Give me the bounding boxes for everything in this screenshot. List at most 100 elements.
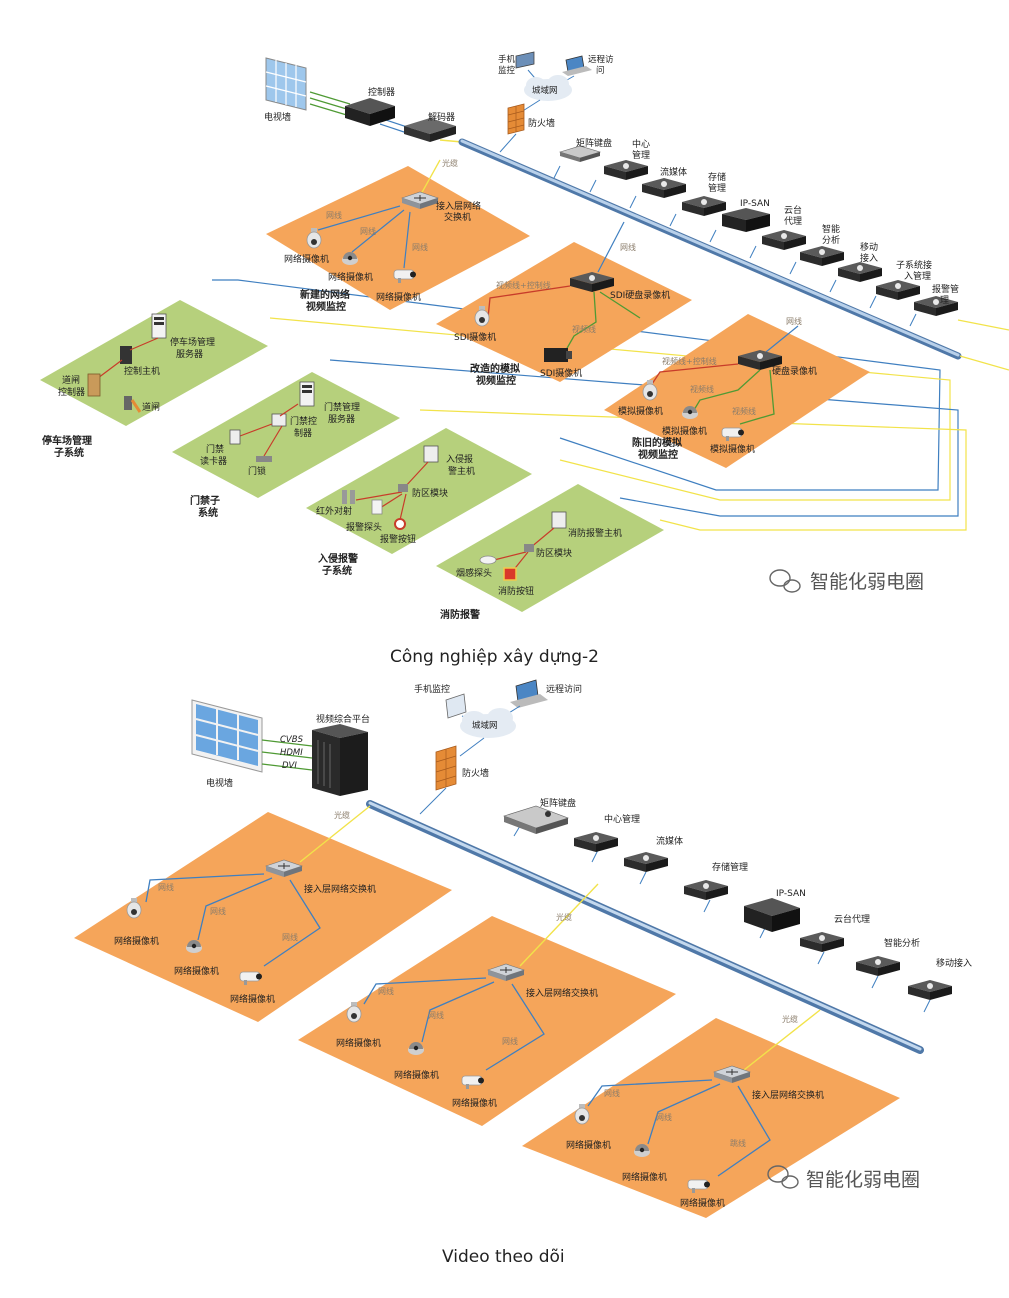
access-server-icon: [299, 381, 315, 407]
zone1-cam-2: 网络摄像机: [174, 965, 219, 977]
zone-old-video-ctrl: 视频线+控制线: [662, 356, 717, 366]
zone-sdi-video: 视频线: [572, 324, 596, 334]
parking-server-label-2: 服务器: [176, 348, 203, 360]
cvbs-label: CVBS: [280, 735, 304, 745]
mobile-access-icon: [908, 980, 952, 1000]
intrusion-title-2: 子系统: [322, 564, 352, 577]
zone2-cam-1: 网络摄像机: [336, 1037, 381, 1049]
alarm-mgmt-icon: [914, 296, 958, 316]
access-reader-label-2: 读卡器: [200, 455, 227, 467]
zone1-cam-3: 网络摄像机: [230, 993, 275, 1005]
backbone-label-0: 矩阵键盘: [540, 797, 576, 809]
parking-gate-ctrl-2: 控制器: [58, 386, 85, 398]
ptz-proxy-label-1: 云台: [784, 204, 802, 216]
video-platform-icon: [312, 724, 368, 796]
card-reader-icon: [229, 429, 241, 445]
streaming-media-icon: [642, 178, 686, 198]
alarm-mgmt-label-2: 理: [940, 295, 949, 306]
zone-sdi: [436, 242, 692, 382]
fire-button-icon: [503, 567, 517, 581]
zone-sdi-cam-1: SDI摄像机: [454, 331, 496, 343]
fiber-label: 光缆: [442, 158, 458, 168]
zone-sdi-video-ctrl: 视频线+控制线: [496, 280, 551, 290]
fire-module-label: 防区模块: [536, 547, 572, 559]
zone-access: [172, 372, 400, 498]
mobile-monitor-icon: [445, 693, 467, 719]
zone2-cam-3: 网络摄像机: [452, 1097, 497, 1109]
zone3-net-3: 跳线: [730, 1138, 746, 1148]
tv-wall-icon: [265, 57, 307, 111]
controller-label: 控制器: [368, 86, 395, 98]
zone3-cam-2: 网络摄像机: [622, 1171, 667, 1183]
zone-sdi-title-1: 改造的模拟: [470, 362, 520, 375]
storage-mgmt-label-2: 管理: [708, 182, 726, 194]
zone2-net-1: 网线: [378, 986, 394, 996]
caption-1: Công nghiệp xây dựng-2: [390, 647, 599, 667]
access-lock-label: 门锁: [248, 465, 266, 477]
zone-new-net-2: 网线: [360, 226, 376, 236]
wan-label: 城域网: [532, 85, 558, 96]
fire-host-label: 消防报警主机: [568, 527, 622, 539]
zone-new-cam-2: 网络摄像机: [328, 271, 373, 283]
backbone-label-6: 智能分析: [884, 937, 920, 949]
parking-title-2: 子系统: [54, 446, 84, 459]
ip-san-icon: [744, 898, 800, 932]
backbone-label-3: 存储管理: [712, 861, 748, 873]
firewall-icon: [507, 103, 525, 135]
tv-wall-label: 电视墙: [264, 111, 291, 123]
ptz-proxy-label-2: 代理: [784, 216, 802, 227]
access-server-label-2: 服务器: [328, 413, 355, 425]
access-title-2: 系统: [198, 506, 218, 519]
decoder-icon: [404, 118, 456, 142]
smart-analysis-label-1: 智能: [822, 223, 840, 235]
center-mgmt-label-1: 中心: [632, 138, 650, 150]
zone-new-switch-label-1: 接入层网络: [436, 200, 481, 212]
backbone-label-7: 移动接入: [936, 957, 972, 969]
subsystem-access-label-1: 子系统接: [896, 259, 932, 271]
zone-old-dvr: 硬盘录像机: [772, 365, 817, 377]
parking-gate-ctrl-1: 道闸: [62, 374, 80, 386]
infrared-beam-icon: [342, 490, 355, 504]
zone-sdi-net: 网线: [620, 242, 636, 252]
zone-new-cam-3: 网络摄像机: [376, 291, 421, 303]
access-reader-label-1: 门禁: [206, 443, 224, 455]
streaming-media-label: 流媒体: [660, 166, 687, 178]
backbone-label-4: IP-SAN: [776, 889, 806, 899]
zone-old-video-1: 视频线: [690, 384, 714, 394]
sdi-camera-icon: [544, 348, 572, 362]
video-zone-1: [74, 812, 452, 1022]
subsystem-loop-blue: [212, 279, 941, 491]
tv-wall-label: 电视墙: [206, 777, 233, 789]
fire-module-icon: [524, 544, 534, 552]
zone-sdi-dvr: SDI硬盘录像机: [610, 289, 670, 301]
smart-analysis-label-2: 分析: [822, 234, 840, 246]
firewall-icon: [435, 745, 457, 791]
zone-new-cam-1: 网络摄像机: [284, 253, 329, 265]
firewall-label: 防火墙: [462, 767, 489, 779]
zone-old-cam-1: 模拟摄像机: [618, 405, 663, 417]
gate-controller-icon: [87, 373, 101, 397]
zone-new-switch-label-2: 交换机: [444, 211, 471, 223]
control-host-icon: [120, 346, 132, 364]
zone-old-title-2: 视频监控: [638, 448, 678, 461]
fire-smoke-label: 烟感探头: [456, 567, 492, 579]
zone3-net-1: 网线: [604, 1088, 620, 1098]
access-title-1: 门禁子: [190, 494, 220, 507]
video-zone-2: [298, 916, 676, 1126]
gate-barrier-icon: [124, 396, 142, 413]
decoder-label: 解码器: [428, 111, 455, 123]
smoke-detector-icon: [479, 555, 497, 565]
intrusion-title-1: 入侵报警: [318, 552, 358, 565]
storage-mgmt-icon: [682, 196, 726, 216]
tv-wall-icon: [191, 699, 263, 773]
diagram-1: 电视墙 控制器 解码器 手机 监控 远程访 问: [40, 51, 1009, 621]
mobile-monitor-label: 手机监控: [414, 683, 450, 695]
laptop-icon: [562, 55, 592, 76]
zone-old-video-2: 视频线: [732, 406, 756, 416]
wechat-logo-icon: [769, 569, 801, 593]
intrusion-module-label: 防区模块: [412, 487, 448, 499]
matrix-keyboard-label: 矩阵键盘: [576, 137, 612, 149]
zone1-net-3: 网线: [282, 932, 298, 942]
zone-old-cam-2: 模拟摄像机: [662, 425, 707, 437]
streaming-media-icon: [624, 852, 668, 872]
